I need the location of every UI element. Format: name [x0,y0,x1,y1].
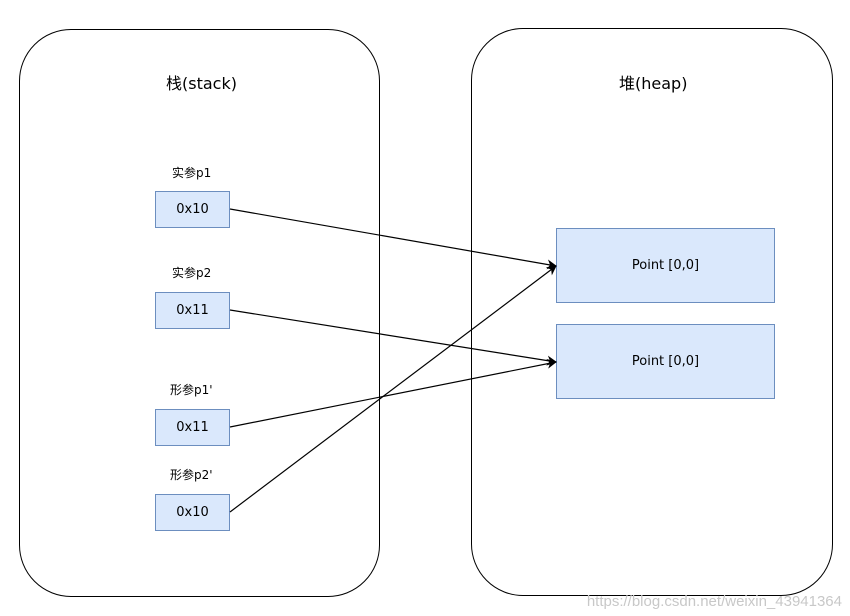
pointer-box-param-p1: 0x11 [155,409,230,446]
var-label-param-p2: 形参p2' [170,468,213,482]
var-label-param-p1: 形参p1' [170,383,213,397]
arrow-param-p1-to-object-2 [229,358,557,428]
arrow-p2-to-object-2 [229,309,557,366]
heap-title: 堆(heap) [619,74,688,93]
var-label-p2: 实参p2 [172,266,212,280]
watermark: https://blog.csdn.net/weixin_43941364 [586,593,842,610]
stack-title: 栈(stack) [166,74,237,93]
arrow-param-p2-to-object-1 [229,265,557,513]
arrow-p1-to-object-1 [229,208,557,270]
pointer-box-param-p2: 0x10 [155,494,230,531]
heap-object-2: Point [0,0] [556,324,775,399]
var-label-p1: 实参p1 [172,166,212,180]
heap-panel [471,28,833,596]
pointer-box-p2: 0x11 [155,292,230,329]
pointer-box-p1: 0x10 [155,191,230,228]
